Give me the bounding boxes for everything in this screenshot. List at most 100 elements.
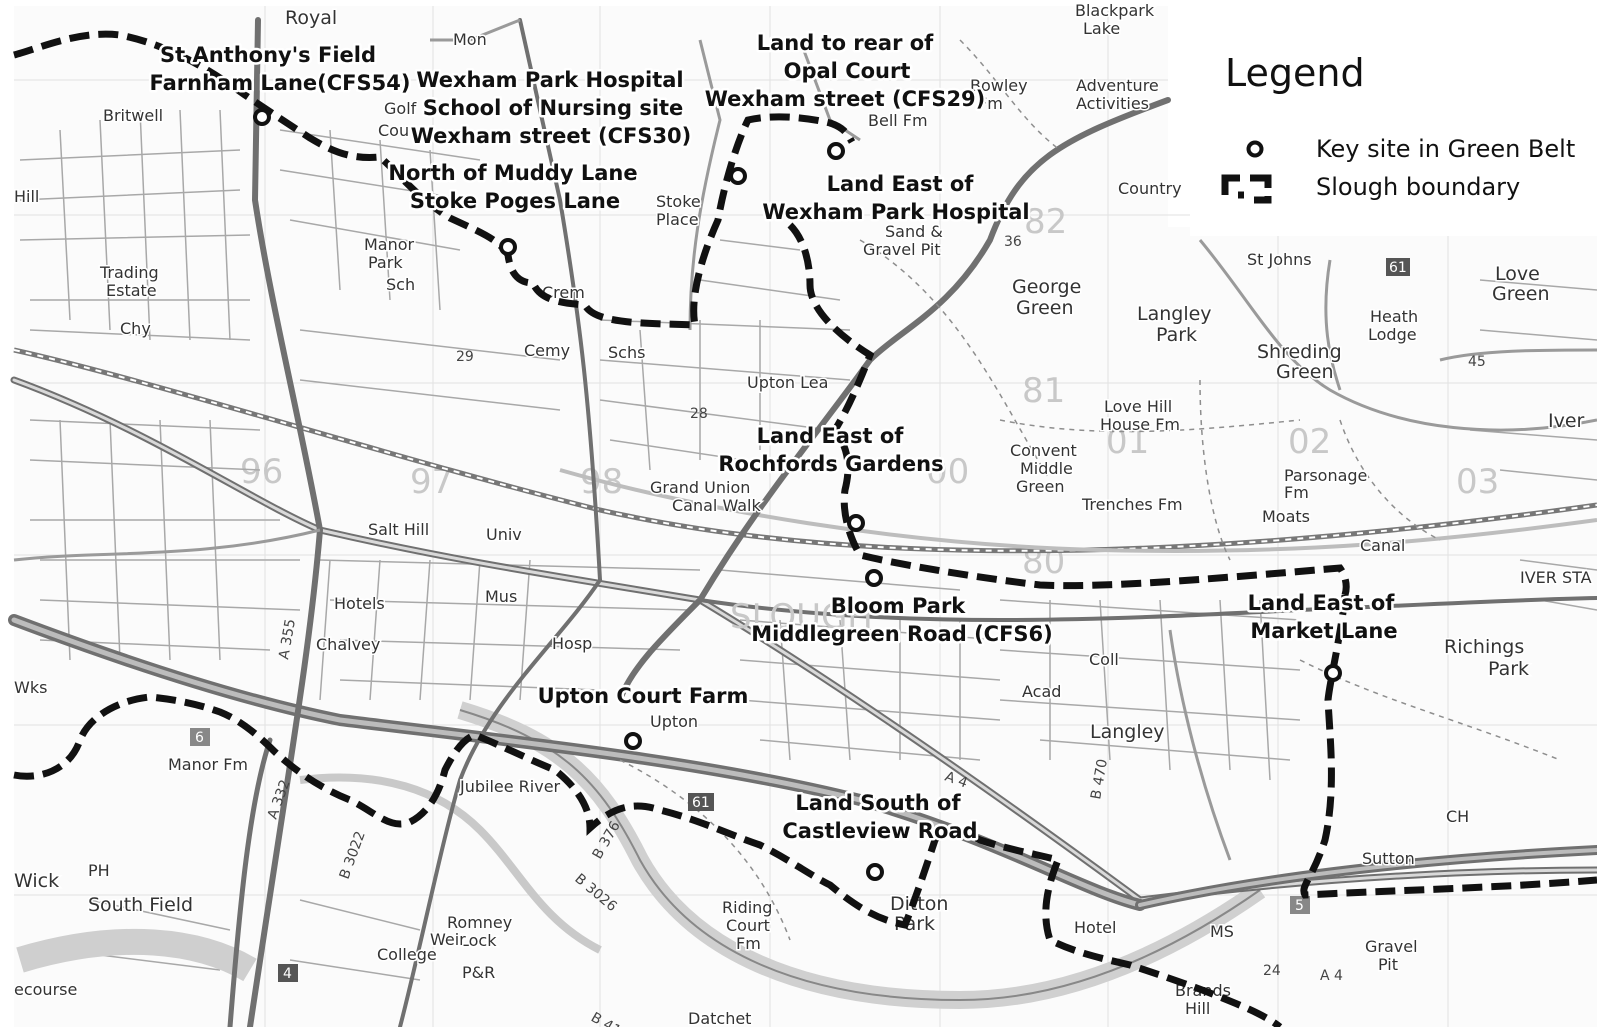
- road-number: 4: [283, 966, 292, 982]
- road-number: 5: [1295, 898, 1304, 914]
- site-marker-icon[interactable]: [847, 514, 865, 532]
- road-number: 24: [1263, 963, 1281, 979]
- grand-union-canal: [559, 468, 1597, 553]
- dashed-boundary-icon: [1221, 174, 1272, 204]
- place-label: Court: [726, 916, 770, 935]
- place-label: Fm: [736, 934, 761, 953]
- place-label: Trenches Fm: [1081, 495, 1183, 514]
- place-label: Manor: [364, 235, 415, 254]
- place-label: Place: [656, 210, 699, 229]
- legend-label-boundary: Slough boundary: [1316, 173, 1520, 201]
- place-label: Trading: [99, 263, 159, 282]
- place-label: Country: [1118, 179, 1182, 198]
- site-label-upton-court-farm: Upton Court Farm: [538, 684, 749, 708]
- site-marker-icon[interactable]: [827, 142, 845, 160]
- place-label: Lake: [1083, 19, 1120, 38]
- place-label: Bowley: [970, 76, 1028, 95]
- site-marker-icon[interactable]: [624, 732, 642, 750]
- place-label: Wks: [14, 678, 47, 697]
- place-label: Salt Hill: [368, 520, 429, 539]
- place-label: Green: [1016, 297, 1074, 319]
- place-label: Convent: [1010, 441, 1077, 460]
- road-shield: 5: [1290, 896, 1310, 914]
- place-label: Cou: [378, 121, 409, 140]
- river-thames: [16, 701, 1266, 1010]
- place-label: Canal: [1360, 536, 1405, 555]
- road-number: 29: [456, 349, 474, 365]
- place-label: Coll: [1089, 650, 1119, 669]
- place-label: South Field: [88, 894, 193, 916]
- place-label: Weir: [430, 930, 466, 949]
- place-label: Gravel Pit: [863, 240, 941, 259]
- site-marker-icon: [1246, 140, 1264, 158]
- place-label: Chy: [120, 319, 151, 338]
- railway-line: [13, 347, 1597, 554]
- place-label: PH: [88, 861, 110, 880]
- site-marker-icon[interactable]: [1324, 664, 1342, 682]
- place-label: Love: [1495, 263, 1540, 285]
- legend-panel: Legend Key site in Green Belt Slough bou…: [1190, 0, 1597, 236]
- place-label: Langley: [1090, 721, 1165, 743]
- grid-lines: [14, 6, 1597, 1027]
- grid-number: 02: [1288, 422, 1331, 462]
- site-marker-icon[interactable]: [865, 569, 883, 587]
- legend-title: Legend: [1225, 51, 1365, 95]
- place-label: Sand &: [885, 222, 943, 241]
- grid-number: 01: [1106, 422, 1149, 462]
- site-marker-icon[interactable]: [253, 108, 271, 126]
- place-label: St Johns: [1247, 250, 1312, 269]
- place-label: Univ: [486, 525, 522, 544]
- place-label: Sutton: [1362, 849, 1415, 868]
- road-shield: 6: [190, 728, 210, 746]
- place-label: George: [1012, 276, 1081, 298]
- grid-number: 00: [926, 452, 969, 492]
- road-number: 28: [690, 406, 708, 422]
- place-label: Romney: [447, 913, 512, 932]
- place-label: Green: [1276, 361, 1334, 383]
- place-label: Crem: [542, 283, 585, 302]
- place-label: Richings: [1444, 636, 1524, 658]
- grid-number: 81: [1022, 371, 1065, 411]
- place-label: Datchet: [688, 1009, 751, 1027]
- place-label: Green: [1016, 477, 1064, 496]
- place-label: Wick: [14, 870, 59, 892]
- site-marker-icon[interactable]: [866, 863, 884, 881]
- place-label: College: [377, 945, 437, 964]
- grid-number: 82: [1024, 202, 1067, 242]
- grid-number: 03: [1456, 462, 1499, 502]
- road-number: 6: [195, 730, 204, 746]
- place-label: Park: [368, 253, 403, 272]
- place-label: Schs: [608, 343, 645, 362]
- road-shield: 4: [278, 964, 298, 982]
- place-label: Fm: [1284, 483, 1309, 502]
- place-label: SLOUGH: [730, 597, 873, 637]
- road-number: 61: [1389, 260, 1407, 276]
- place-label: Moats: [1262, 507, 1310, 526]
- road-number: 45: [1468, 354, 1486, 370]
- road-shield: 61: [688, 793, 714, 811]
- place-label: Langley: [1137, 303, 1212, 325]
- place-label: Riding: [722, 898, 772, 917]
- place-label: Royal: [285, 7, 337, 29]
- place-label: Park: [1488, 658, 1529, 680]
- place-label: Hill: [14, 187, 39, 206]
- place-label: Grand Union: [650, 478, 750, 497]
- place-label: ecourse: [14, 980, 77, 999]
- urban-area-pattern: [19, 109, 1597, 981]
- place-label: Gravel: [1365, 937, 1418, 956]
- place-label: Hill: [1185, 999, 1210, 1018]
- place-label: Fm: [978, 94, 1003, 113]
- slough-boundary: [13, 30, 1597, 1027]
- place-label: Hosp: [552, 634, 592, 653]
- site-marker-icon[interactable]: [729, 167, 747, 185]
- place-label: Stoke: [656, 192, 701, 211]
- place-label: Iver: [1548, 410, 1585, 432]
- site-marker-icon[interactable]: [499, 238, 517, 256]
